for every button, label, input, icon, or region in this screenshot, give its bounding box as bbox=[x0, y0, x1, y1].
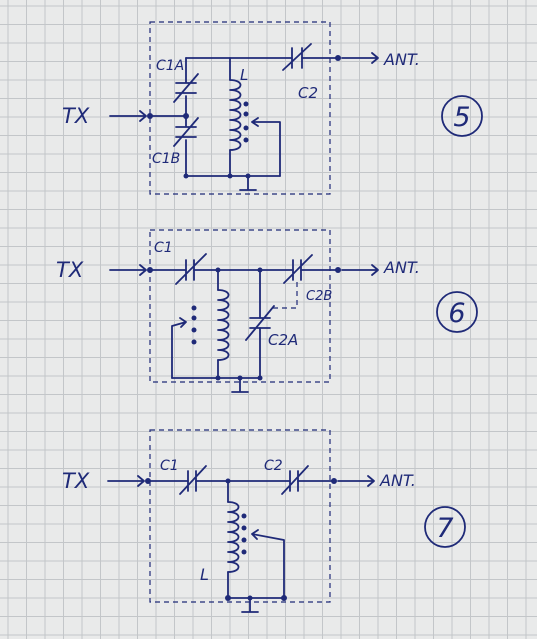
c1b-label: C1B bbox=[152, 151, 180, 167]
circuit-5-output-terminal bbox=[335, 55, 341, 61]
circuit-6-tap-switch bbox=[171, 317, 187, 379]
circuit-6-output-terminal bbox=[335, 267, 341, 273]
circuit-7-c1-capacitor-symbol bbox=[179, 465, 207, 495]
circuit-6-number-circle bbox=[436, 291, 478, 333]
circuit-7-ground-icon bbox=[241, 597, 259, 613]
c2-label: C2 bbox=[298, 84, 318, 102]
circuit-5-output-arrow bbox=[341, 52, 379, 64]
circuit-6-c1-capacitor-symbol bbox=[175, 253, 207, 285]
circuit-7-l-label: L bbox=[200, 565, 209, 584]
circuit-7-tx-label: TX bbox=[62, 469, 90, 493]
circuit-7-output-terminal bbox=[331, 478, 337, 484]
circuit-6: TX C1 C2B ANT. C2A 6 bbox=[56, 229, 478, 393]
circuit-7-ant-label: ANT. bbox=[379, 471, 416, 490]
circuit-5: TX C1A C1B C2 ANT. L 5 bbox=[62, 21, 483, 195]
circuit-7-number: 7 bbox=[436, 513, 453, 544]
circuit-7-input-arrow bbox=[107, 475, 145, 487]
c2a-capacitor-symbol bbox=[245, 305, 275, 341]
circuit-5-ant-label: ANT. bbox=[383, 50, 420, 69]
circuit-5-tx-label: TX bbox=[62, 104, 90, 128]
circuit-7-output-arrow bbox=[337, 475, 375, 487]
circuit-5-number: 5 bbox=[453, 102, 470, 133]
c2b-capacitor-symbol bbox=[283, 254, 313, 284]
c2b-label: C2B bbox=[306, 289, 332, 304]
circuit-7-c2-label: C2 bbox=[264, 458, 283, 474]
circuit-6-enclosure bbox=[149, 229, 331, 383]
circuit-5-ground-icon bbox=[239, 175, 257, 191]
circuit-6-ground-icon bbox=[231, 377, 249, 393]
circuit-7: TX C1 C2 ANT. L 7 bbox=[62, 429, 466, 613]
c1a-label: C1A bbox=[156, 58, 184, 74]
circuit-5-coil bbox=[229, 79, 242, 151]
circuit-6-output-arrow bbox=[341, 264, 379, 276]
c2-capacitor-symbol bbox=[282, 43, 312, 71]
c2a-label: C2A bbox=[268, 331, 298, 349]
circuit-7-c1-label: C1 bbox=[160, 458, 179, 474]
circuit-7-enclosure bbox=[149, 429, 331, 603]
circuit-7-tap-switch bbox=[251, 529, 285, 599]
circuit-5-l-label: L bbox=[240, 66, 248, 84]
circuit-5-tap-switch bbox=[251, 117, 281, 177]
circuit-6-input-arrow bbox=[109, 264, 147, 276]
c1b-capacitor-symbol bbox=[173, 117, 199, 147]
circuit-6-c1-label: C1 bbox=[154, 240, 173, 256]
circuit-5-number-circle bbox=[441, 95, 483, 137]
circuit-6-ant-label: ANT. bbox=[383, 258, 420, 277]
circuit-7-c2-capacitor-symbol bbox=[281, 465, 309, 495]
circuit-7-number-circle bbox=[424, 506, 466, 548]
circuit-5-input-arrow bbox=[109, 110, 147, 122]
circuit-6-tx-label: TX bbox=[56, 258, 84, 282]
circuit-7-coil bbox=[227, 501, 240, 573]
c1a-capacitor-symbol bbox=[173, 73, 199, 103]
circuit-5-enclosure bbox=[149, 21, 331, 195]
circuit-6-coil bbox=[217, 289, 230, 361]
circuit-6-number: 6 bbox=[448, 298, 465, 329]
